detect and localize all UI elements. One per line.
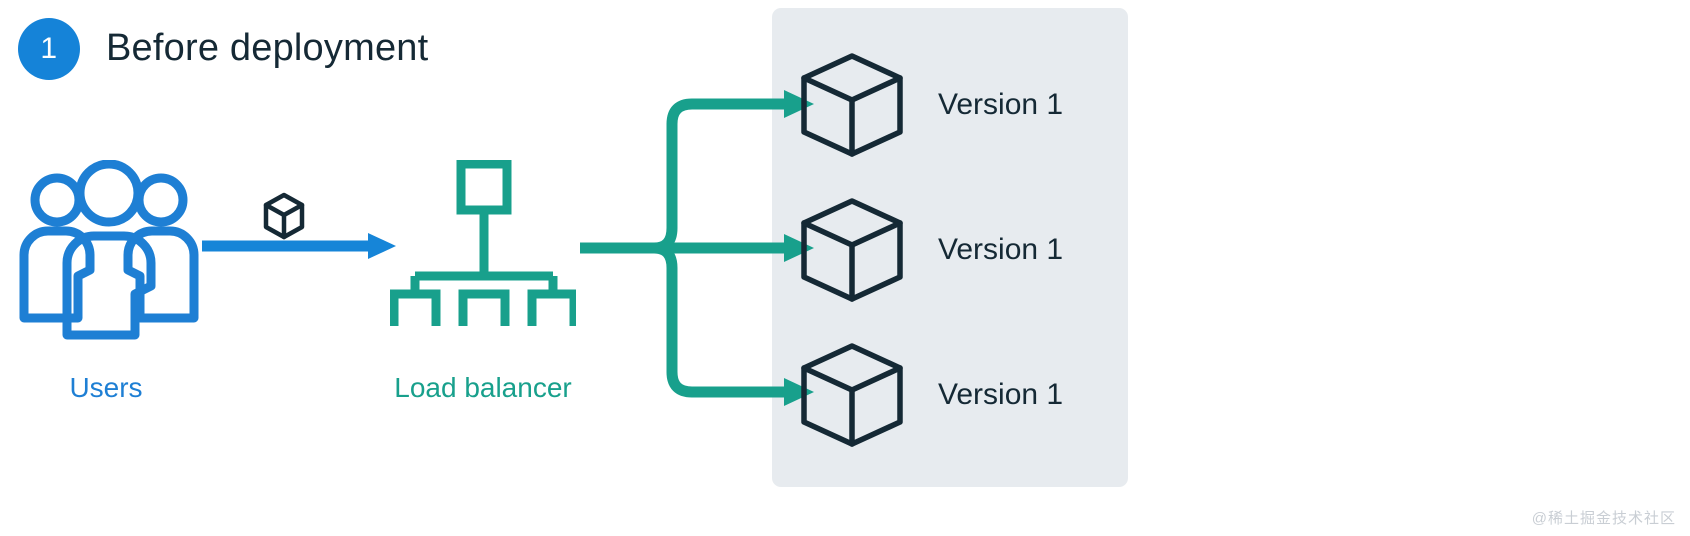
users-group-icon	[14, 159, 204, 340]
users-to-loadbalancer-arrow	[200, 228, 398, 264]
hierarchy-icon	[389, 159, 579, 341]
page-title: Before deployment	[106, 27, 429, 69]
cube-icon	[800, 52, 904, 158]
cube-icon	[800, 342, 904, 448]
cube-icon	[800, 197, 904, 303]
version-row: Version 1	[800, 342, 1130, 448]
version-label: Version 1	[938, 378, 1064, 411]
loadbalancer-to-versions-arrow	[578, 82, 818, 414]
users-label: Users	[69, 372, 143, 403]
package-cube-icon	[262, 192, 306, 240]
watermark: @稀土掘金技术社区	[1531, 510, 1676, 527]
load-balancer-label: Load balancer	[394, 372, 572, 403]
version-row: Version 1	[800, 52, 1130, 158]
step-number-badge: 1	[18, 18, 80, 80]
version-label: Version 1	[938, 233, 1064, 266]
version-row: Version 1	[800, 197, 1130, 303]
version-label: Version 1	[938, 88, 1064, 121]
